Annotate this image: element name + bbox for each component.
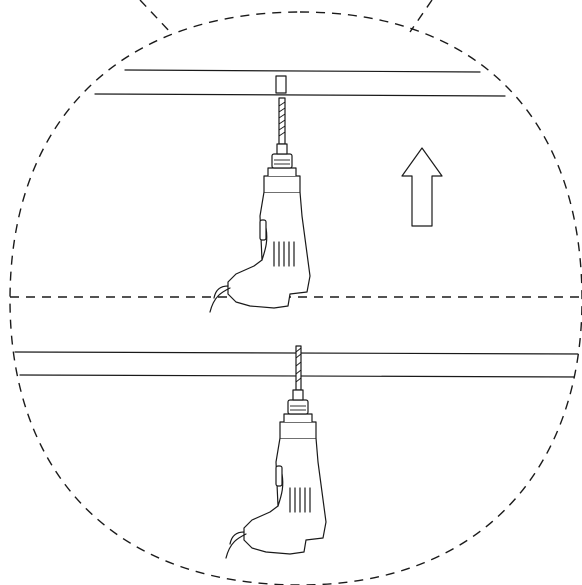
drill-bit-top: [278, 97, 286, 145]
leader-line-right: [409, 0, 433, 33]
drill-top: [209, 143, 311, 313]
up-arrow-icon: [401, 147, 443, 227]
hole-mark: [275, 75, 287, 94]
leader-line-left: [139, 0, 173, 35]
bottom-panel: [14, 345, 582, 559]
drill-bit-bottom: [295, 345, 302, 391]
ceiling-board-bottom-edge: [94, 93, 506, 97]
top-panel: [94, 69, 506, 313]
callout-circle-outline: [9, 11, 582, 585]
drill-bottom: [225, 389, 327, 559]
ceiling-board-top-edge: [124, 69, 481, 73]
